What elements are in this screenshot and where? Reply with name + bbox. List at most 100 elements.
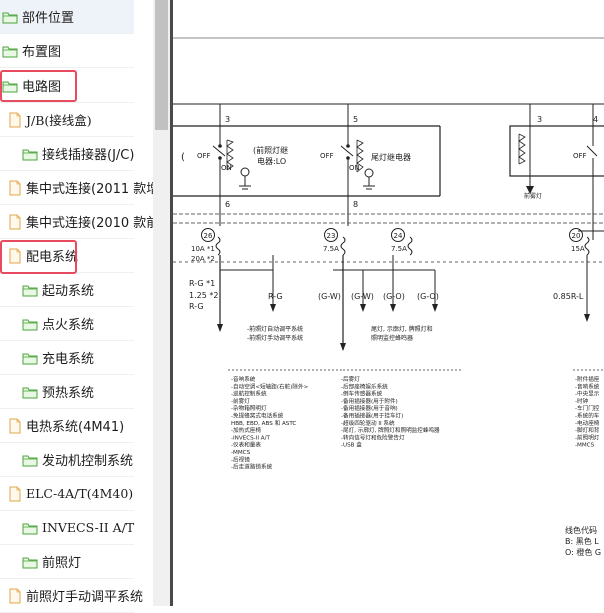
pane-divider[interactable] <box>170 0 173 606</box>
system-list-item: -电动座椅 <box>575 419 600 427</box>
tree-item-6[interactable]: 集中式连接(2010 款前 <box>0 205 159 239</box>
wire-number: 4 <box>593 115 598 124</box>
switch-on-label: ON <box>349 164 360 172</box>
system-list-item: -系统的车 <box>575 412 600 420</box>
fuse-number: 20 <box>572 232 581 240</box>
folder-icon <box>22 149 38 160</box>
legend-line: O: 橙色 G <box>565 547 601 557</box>
tree-item-10[interactable]: 充电系统 <box>0 341 134 375</box>
relay-name: 尾灯继电器 <box>371 152 411 162</box>
folder-icon <box>22 387 38 398</box>
folder-icon <box>22 285 38 296</box>
wire-number: 3 <box>225 115 230 124</box>
tree-item-13[interactable]: 发动机控制系统 <box>0 443 134 477</box>
switch-off-label: OFF <box>320 152 334 160</box>
svg-text:(: ( <box>181 152 185 163</box>
fuse-rating: 10A *1 <box>191 245 215 253</box>
fuse-number: 24 <box>394 232 403 240</box>
navigation-tree: 部件位置布置图电路图 J/B(接线盒) 接线插接器(J/C) 集中式连接(2011 款… <box>0 0 159 613</box>
tree-item-8[interactable]: 起动系统 <box>0 273 134 307</box>
tree-item-label: 前照灯 <box>42 556 82 571</box>
system-list-item: -仪表和量表 <box>231 441 261 449</box>
wire-color: R-G <box>189 302 204 311</box>
tree-item-label: 电热系统(4M41) <box>26 420 125 435</box>
tree-item-5[interactable]: 集中式连接(2011 款增 <box>0 171 159 205</box>
circuit-diagram-view: ( <box>173 0 604 606</box>
folder-icon <box>22 455 38 466</box>
relay-name: 电器:LO <box>257 156 286 166</box>
tree-item-label: ELC-4A/T(4M40) <box>26 486 134 501</box>
folder-icon <box>2 12 18 23</box>
system-note: -前照灯手动调平系统 <box>247 334 303 342</box>
wire-color: (G-O) <box>417 292 439 301</box>
fuse-rating: 20A *2 <box>191 255 215 263</box>
system-note: -前照灯自动调平系统 <box>247 325 303 333</box>
system-list-item: -转向信号灯和危险警告灯 <box>341 433 405 441</box>
wire-color: 0.85R-L <box>553 292 584 301</box>
wire-number: 3 <box>537 115 542 124</box>
system-list-item: -附件插座 <box>575 375 600 383</box>
tree-item-label: 充电系统 <box>42 352 95 367</box>
system-list-item: -后部座椅娱乐系统 <box>341 382 388 390</box>
tree-item-7[interactable]: 配电系统 <box>0 239 134 273</box>
system-list-item: -尾灯, 示廓灯, 牌照灯和照明监控蜂鸣器 <box>341 426 440 434</box>
tree-item-16[interactable]: 前照灯 <box>0 545 134 579</box>
system-note: 照明监控蜂鸣器 <box>371 334 413 342</box>
tree-item-14[interactable]: ELC-4A/T(4M40) <box>0 477 134 511</box>
fuse-rating: 7.5A <box>391 245 407 253</box>
tree-item-0[interactable]: 部件位置 <box>0 0 134 34</box>
fuse-rating: 7.5A <box>323 245 339 253</box>
wire-color: R-G <box>268 292 283 301</box>
system-list-item: -前雾灯 <box>231 397 250 405</box>
system-list-item: -备用插接器(用于音响) <box>341 404 398 412</box>
wire-number: 5 <box>353 115 358 124</box>
fuse-number: 26 <box>204 232 213 240</box>
system-list-item: -MMCS <box>231 450 251 456</box>
tree-item-1[interactable]: 布置图 <box>0 34 134 68</box>
system-list-item: -中央显示 <box>575 390 600 398</box>
tree-item-label: 集中式连接(2010 款前 <box>26 216 160 231</box>
tree-item-label: J/B(接线盒) <box>26 113 92 128</box>
tree-item-12[interactable]: 电热系统(4M41) <box>0 409 134 443</box>
tree-item-9[interactable]: 点火系统 <box>0 307 134 341</box>
tree-item-15[interactable]: INVECS-II A/T <box>0 511 134 545</box>
tree-item-label: 部件位置 <box>22 11 75 26</box>
fog-lamp-label: 前雾灯 <box>524 192 542 200</box>
system-list-item: -后视镜 <box>231 455 250 463</box>
wire-color: 1.25 *2 <box>189 291 218 300</box>
tree-item-label: 电路图 <box>22 80 62 95</box>
tree-item-3[interactable]: J/B(接线盒) <box>0 103 134 137</box>
tree-item-label: 集中式连接(2011 款增 <box>26 182 160 197</box>
system-note: 尾灯, 示廓灯, 牌照灯和 <box>371 325 433 333</box>
folder-icon <box>2 46 18 57</box>
system-list-item: -后走道路锁系统 <box>231 463 273 471</box>
folder-icon <box>22 523 38 534</box>
system-list-item: -车门门控 <box>575 404 600 412</box>
relay-name: (前照灯继 <box>253 145 288 155</box>
scrollbar-thumb[interactable] <box>155 0 168 130</box>
tree-item-2[interactable]: 电路图 <box>0 69 134 103</box>
tree-item-4[interactable]: 接线插接器(J/C) <box>0 137 134 171</box>
system-list-item: -巡航控制系统 <box>231 390 267 398</box>
tree-item-label: 布置图 <box>22 45 62 60</box>
switch-on-label: ON <box>221 164 232 172</box>
switch-off-label: OFF <box>197 152 211 160</box>
sidebar-scrollbar[interactable] <box>153 0 170 606</box>
circuit-diagram: ( <box>173 37 604 557</box>
tree-item-11[interactable]: 预热系统 <box>0 375 134 409</box>
system-list-item: -倒车传感器系统 <box>341 390 383 398</box>
folder-icon <box>2 81 18 92</box>
wire-color: (G-W) <box>318 292 341 301</box>
document-icon <box>9 248 21 263</box>
tree-item-label: 配电系统 <box>26 250 79 265</box>
system-list-item: -杂物箱照明灯 <box>231 404 267 412</box>
tree-item-label: 起动系统 <box>42 284 95 299</box>
system-list-item: -音响系统 <box>231 375 256 383</box>
system-list-item: -时钟 <box>575 397 589 405</box>
tree-item-17[interactable]: 前照灯手动调平系统 <box>0 579 143 613</box>
system-list-item: HBB, EBD, ABS 和 ASTC <box>231 419 296 427</box>
folder-icon <box>22 557 38 568</box>
document-icon <box>9 112 21 127</box>
wire-color: (G-W) <box>351 292 374 301</box>
